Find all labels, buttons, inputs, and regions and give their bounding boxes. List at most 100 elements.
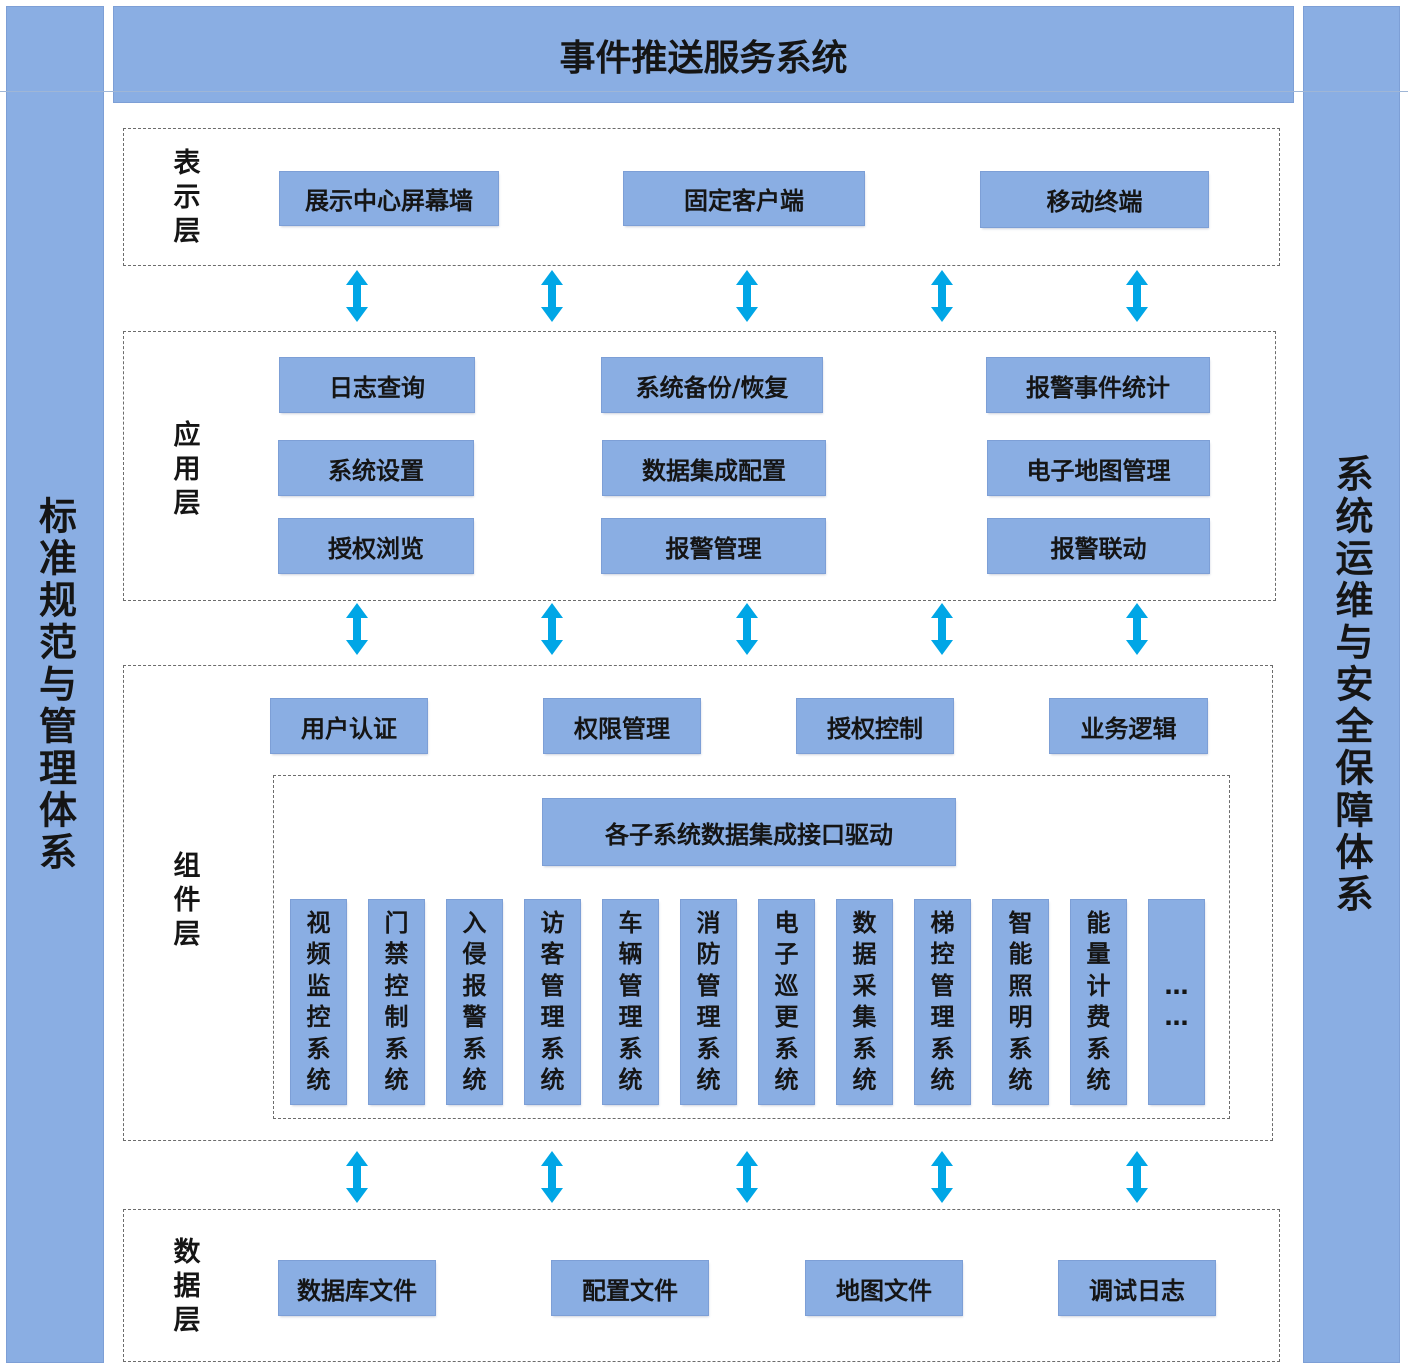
- double-arrow-icon: [931, 603, 953, 655]
- subsystem-char: 系: [930, 1034, 955, 1063]
- subsystem-char: 系: [540, 1034, 565, 1063]
- subsystem-char: 统: [306, 1066, 331, 1094]
- double-arrow-icon: [1126, 603, 1148, 655]
- presentation-layer: [123, 128, 1280, 266]
- subsystem-char: 辆: [618, 940, 643, 968]
- layer-label-char: 层: [173, 1305, 201, 1336]
- subsystem-char: 系: [306, 1034, 331, 1063]
- application-item: 授权浏览: [279, 519, 473, 573]
- subsystem-char: 梯: [930, 908, 955, 937]
- subsystem-char: 智: [1008, 908, 1033, 937]
- subsystem-char: 巡: [774, 971, 799, 1000]
- subsystem-char: 入: [462, 908, 487, 937]
- subsystem-char: 防: [696, 940, 721, 968]
- subsystem-char: 系: [618, 1034, 643, 1063]
- subsystem-char: …: [1164, 1003, 1189, 1031]
- component-layer: [123, 665, 1273, 1141]
- subsystem-char: 统: [1008, 1066, 1033, 1094]
- subsystem-char: 费: [1086, 1003, 1111, 1031]
- subsystem-char: 监: [306, 971, 331, 1000]
- layer-label-char: 示: [173, 182, 201, 213]
- subsystem-char: 系: [1008, 1034, 1033, 1063]
- double-arrow-icon: [346, 270, 368, 322]
- presentation-item: 移动终端: [981, 172, 1208, 227]
- subsystem-char: 客: [540, 940, 565, 968]
- subsystem-char: 集: [852, 1003, 877, 1031]
- double-arrow-icon: [1126, 270, 1148, 322]
- data-item: 地图文件: [806, 1261, 962, 1315]
- subsystem-driver-group: [273, 775, 1230, 1119]
- subsystem-box: 视频监控系统: [291, 900, 346, 1104]
- subsystem-char: 统: [696, 1066, 721, 1094]
- subsystem-char: 子: [774, 940, 799, 968]
- layer-label-char: 件: [173, 885, 201, 916]
- subsystem-char: 门: [384, 908, 409, 937]
- subsystem-char: 统: [852, 1066, 877, 1094]
- data-layer: [123, 1209, 1280, 1362]
- right-side-title: 系统运维与安全保障体系: [1329, 453, 1373, 916]
- subsystem-char: 照: [1008, 971, 1033, 1000]
- component-item: 授权控制: [797, 699, 953, 753]
- application-item: 报警管理: [602, 519, 825, 573]
- double-arrow-icon: [541, 270, 563, 322]
- subsystem-box: 车辆管理系统: [603, 900, 658, 1104]
- double-arrow-icon: [736, 270, 758, 322]
- subsystem-box: 智能照明系统: [993, 900, 1048, 1104]
- subsystem-char: 系: [1086, 1034, 1111, 1063]
- subsystem-char: 计: [1086, 971, 1111, 1000]
- double-arrow-icon: [1126, 1151, 1148, 1203]
- application-item: 系统设置: [279, 441, 473, 495]
- subsystem-char: 系: [384, 1034, 409, 1063]
- subsystem-box: 消防管理系统: [681, 900, 736, 1104]
- subsystem-char: 控: [306, 1003, 331, 1031]
- subsystem-char: 系: [774, 1034, 799, 1063]
- application-layer-label: 应用层: [167, 419, 207, 521]
- subsystem-char: 统: [774, 1066, 799, 1094]
- subsystem-char: 能: [1086, 908, 1111, 937]
- layer-label-char: 据: [173, 1271, 201, 1302]
- subsystem-char: 警: [462, 1003, 487, 1031]
- guide-line: [0, 91, 1408, 92]
- subsystem-char: 统: [462, 1066, 487, 1094]
- subsystem-char: 制: [384, 1003, 409, 1031]
- data-item: 配置文件: [552, 1261, 708, 1315]
- subsystem-char: 管: [930, 971, 955, 1000]
- subsystem-char: 统: [930, 1066, 955, 1094]
- subsystem-box: 数据采集系统: [837, 900, 892, 1104]
- subsystem-box: 门禁控制系统: [369, 900, 424, 1104]
- subsystem-box: 电子巡更系统: [759, 900, 814, 1104]
- subsystem-char: 管: [540, 971, 565, 1000]
- subsystem-char: 管: [618, 971, 643, 1000]
- application-item: 报警事件统计: [987, 358, 1209, 412]
- subsystem-char: 理: [930, 1003, 955, 1031]
- subsystem-char: 控: [930, 940, 955, 968]
- subsystem-char: 报: [462, 971, 487, 1000]
- subsystem-char: 系: [852, 1034, 877, 1063]
- subsystem-char: 理: [618, 1003, 643, 1031]
- application-item: 报警联动: [988, 519, 1209, 573]
- double-arrow-icon: [346, 1151, 368, 1203]
- subsystem-char: 统: [618, 1066, 643, 1094]
- subsystem-char: 统: [1086, 1066, 1111, 1094]
- data-item: 调试日志: [1059, 1261, 1215, 1315]
- subsystem-char: 视: [306, 908, 331, 937]
- subsystem-char: 理: [696, 1003, 721, 1031]
- subsystem-char: …: [1164, 971, 1189, 1000]
- double-arrow-icon: [346, 603, 368, 655]
- component-item: 业务逻辑: [1050, 699, 1207, 753]
- system-title: 事件推送服务系统: [559, 37, 848, 79]
- component-item: 权限管理: [544, 699, 700, 753]
- left-side-pillar: 标准规范与管理体系: [6, 6, 104, 1363]
- subsystem-box: 入侵报警系统: [447, 900, 502, 1104]
- subsystem-char: 管: [696, 971, 721, 1000]
- left-side-title: 标准规范与管理体系: [32, 495, 77, 874]
- subsystem-box: 访客管理系统: [525, 900, 580, 1104]
- subsystem-box: 能量计费系统: [1071, 900, 1126, 1104]
- subsystem-char: 电: [774, 908, 799, 937]
- double-arrow-icon: [541, 1151, 563, 1203]
- layer-label-char: 组: [173, 851, 201, 882]
- subsystem-char: 侵: [462, 940, 487, 968]
- system-title-bar: 事件推送服务系统: [113, 6, 1294, 103]
- subsystem-char: 消: [696, 908, 721, 937]
- subsystem-char: 理: [540, 1003, 565, 1031]
